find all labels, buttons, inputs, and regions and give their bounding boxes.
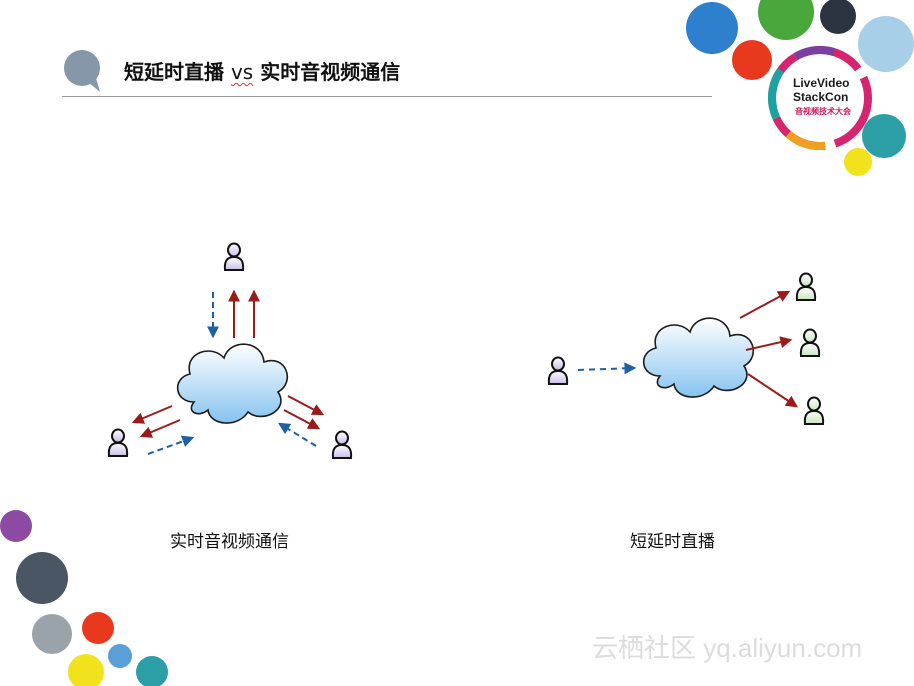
live-diagram: [549, 274, 823, 425]
page-title-prefix: 短延时直播: [124, 60, 231, 84]
person-icon-broadcaster: [549, 358, 567, 385]
page-title-suffix: 实时音视频通信: [253, 60, 400, 84]
decor-bubbles-bottom-left: [0, 510, 168, 686]
logo-text-line2: StackCon: [793, 90, 848, 104]
logo-text-line3: 音视频技术大会: [795, 106, 851, 117]
watermark: 云栖社区 yq.aliyun.com: [592, 628, 862, 665]
person-icon-right: [333, 432, 351, 459]
caption-live: 短延时直播: [630, 527, 715, 552]
upload-arrow-left: [148, 438, 192, 454]
upload-arrow-broadcaster: [578, 368, 634, 370]
cloud-icon-live: [644, 318, 754, 397]
stream-arrow-1: [740, 292, 788, 318]
title-bubble-icon: [64, 50, 100, 92]
download-arrow-left-2: [142, 420, 180, 436]
person-icon-top: [225, 244, 243, 271]
person-icon-left: [109, 430, 127, 457]
caption-rtc: 实时音视频通信: [170, 527, 289, 552]
page-title-vs: vs: [231, 60, 253, 84]
download-arrow-left-1: [134, 406, 172, 422]
logo-text-line1: LiveVideo: [793, 76, 849, 90]
title-divider: [62, 96, 712, 97]
person-icon-viewer-2: [801, 330, 819, 357]
download-arrow-right-2: [284, 410, 318, 428]
stream-arrow-3: [748, 374, 796, 406]
rtc-diagram: [109, 244, 351, 459]
download-arrow-right-1: [288, 396, 322, 414]
upload-arrow-right: [280, 424, 316, 446]
cloud-icon: [178, 344, 288, 423]
page-title: 短延时直播 vs 实时音视频通信: [124, 56, 400, 85]
person-icon-viewer-3: [805, 398, 823, 425]
person-icon-viewer-1: [797, 274, 815, 301]
